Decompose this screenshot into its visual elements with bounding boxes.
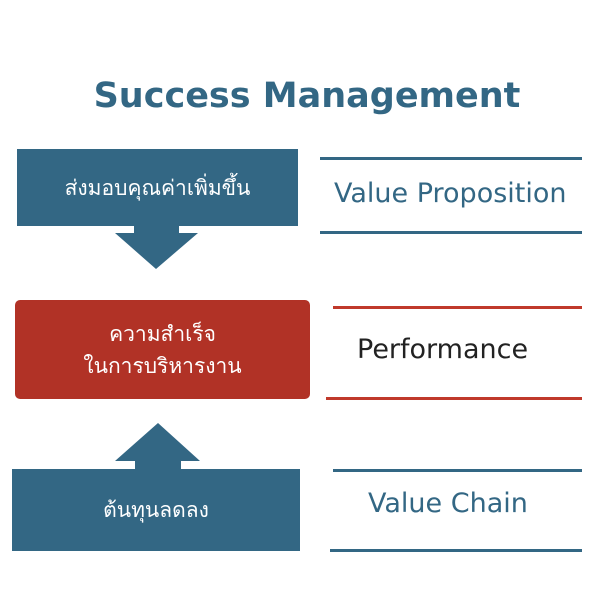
value-chain-top-line [333, 469, 582, 472]
value-proposition-bottom-line [320, 231, 582, 234]
performance-label: Performance [357, 334, 529, 365]
performance-bottom-line [326, 397, 582, 400]
value-increase-box: ส่งมอบคุณค่าเพิ่มขึ้น [17, 149, 298, 226]
up-arrow-icon [115, 423, 200, 472]
success-text-line2: ในการบริหารงาน [83, 353, 242, 378]
cost-reduction-box: ต้นทุนลดลง [12, 469, 300, 551]
success-box: ความสำเร็จ ในการบริหารงาน [15, 300, 310, 399]
value-chain-label: Value Chain [368, 488, 528, 519]
cost-reduction-text: ต้นทุนลดลง [103, 498, 209, 522]
value-chain-bottom-line [330, 549, 582, 552]
diagram-title: Success Management [93, 76, 521, 116]
value-increase-text: ส่งมอบคุณค่าเพิ่มขึ้น [64, 175, 251, 200]
performance-top-line [333, 306, 582, 309]
down-arrow-icon [115, 224, 198, 269]
success-text-line1: ความสำเร็จ [109, 321, 216, 346]
value-proposition-top-line [320, 157, 582, 160]
value-proposition-label: Value Proposition [334, 178, 567, 209]
